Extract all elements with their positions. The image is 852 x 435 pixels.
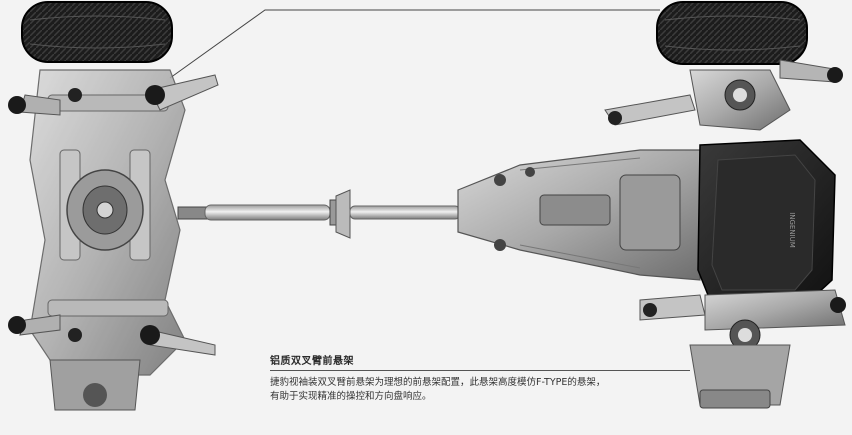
- rear-axle-assembly: [8, 1, 219, 411]
- engine-block: INGENIUM: [697, 139, 836, 306]
- engine-label: INGENIUM: [788, 212, 796, 248]
- caption-line-2: 有助于实现精准的操控和方向盘响应。: [270, 391, 432, 402]
- leader-line: [169, 9, 660, 79]
- gearbox-assembly: [457, 149, 701, 281]
- caption-line-1: 捷豹视袖装双叉臂前悬架为理想的前悬架配置，此悬架高度模仿F-TYPE的悬架，: [270, 377, 606, 388]
- front-axle-assembly: INGENIUM: [604, 1, 846, 409]
- propeller-shaft: [177, 189, 461, 239]
- caption-title: 铝质双叉臂前悬架: [270, 352, 690, 371]
- front-tire: [656, 1, 808, 65]
- rear-tire: [21, 1, 173, 63]
- caption: 铝质双叉臂前悬架 捷豹视袖装双叉臂前悬架为理想的前悬架配置，此悬架高度模仿F-T…: [270, 352, 690, 404]
